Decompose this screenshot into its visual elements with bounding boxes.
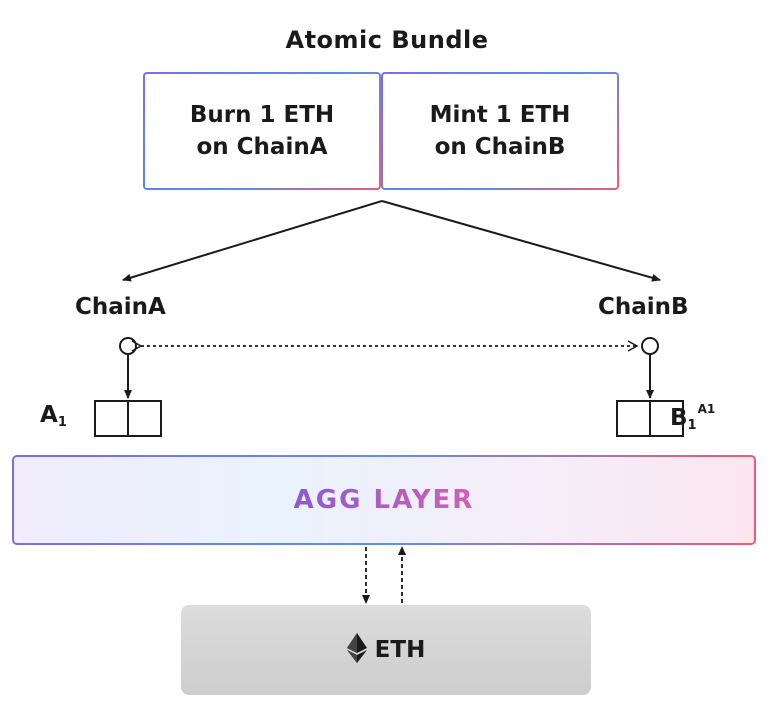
burn-eth-line1: Burn 1 ETH [189,101,335,128]
chaina-block-subscript: 1 [57,415,67,430]
chainb-block-subscript: 1 [687,418,697,433]
mint-eth-line1: Mint 1 ETH [429,101,571,128]
chainb-node [641,337,659,355]
burn-eth-line2: on ChainA [196,134,328,160]
arrow-to-chainb [381,200,661,282]
chainb-label: ChainB [598,294,689,320]
ethereum-icon [346,633,367,667]
arrow-to-chaina [122,200,383,282]
mint-eth-box: Mint 1 ETH on ChainB [381,72,619,190]
chainb-block-label: B1A1 [670,402,715,433]
eth-label: ETH [374,637,426,663]
agg-layer-box: AGG LAYER [12,455,756,545]
agg-layer-label: AGG LAYER [293,485,475,515]
burn-eth-box: Burn 1 ETH on ChainA [143,72,381,190]
chaina-block-letter: A [40,402,58,428]
diagram-title: Atomic Bundle [285,26,489,54]
chainb-block-superscript: A1 [697,402,716,416]
chainb-block-letter: B [670,405,688,431]
chaina-label: ChainA [75,294,166,320]
chainb-block [616,400,684,437]
eth-box: ETH [181,605,591,695]
mint-eth-line2: on ChainB [434,134,566,160]
chaina-node [119,337,137,355]
chaina-block [94,400,162,437]
chaina-block-label: A1 [40,402,67,430]
